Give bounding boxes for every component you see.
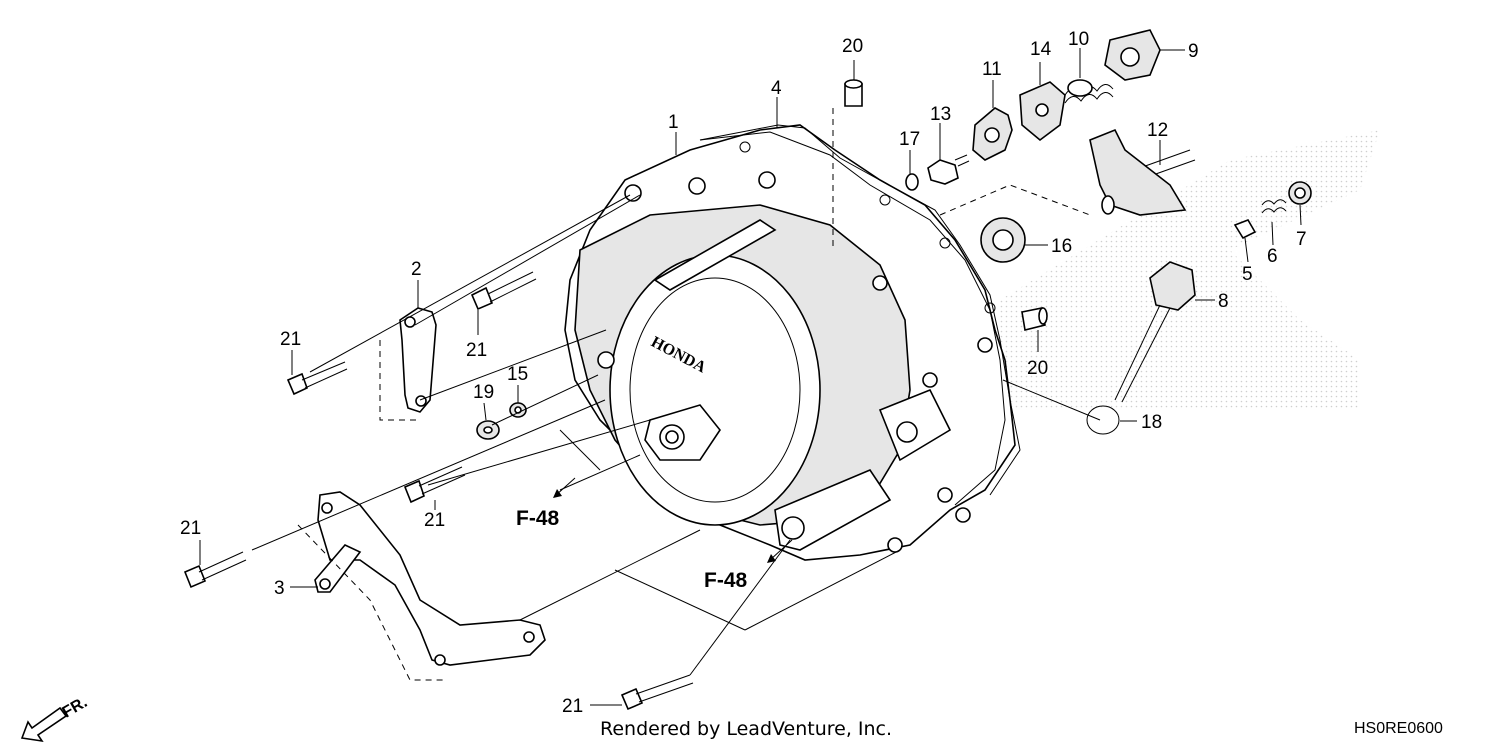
callout-20-top: 20 [842,36,863,57]
callout-8: 8 [1218,291,1229,312]
ref-arrow-right [767,539,793,563]
dowel-pin-20-top [844,79,863,107]
callout-numbers: 1 2 3 4 5 6 7 8 9 10 11 12 13 14 15 16 1… [180,29,1307,717]
callout-1: 1 [668,112,679,133]
callout-14: 14 [1030,39,1052,60]
shift-cam-9 [1104,29,1161,81]
callout-21-bottom: 21 [562,696,583,717]
callout-7: 7 [1296,229,1307,250]
bolt-21-bottom [620,674,694,711]
leader-lines [199,48,1302,706]
mounting-bracket [297,491,546,681]
spring-10 [1064,79,1114,104]
reference-label-left: F-48 [516,507,560,530]
callout-17: 17 [899,129,920,150]
bearing-16 [980,217,1026,263]
bracket-plate [379,307,437,421]
callout-5: 5 [1242,264,1253,285]
callout-6: 6 [1267,246,1278,267]
bolt-21-lower-left [183,551,247,589]
diagram-code: HS0RE0600 [1354,720,1443,737]
callout-4: 4 [771,78,782,99]
callout-3: 3 [274,578,285,599]
o-ring-18 [1086,405,1120,435]
plate-14 [1019,81,1066,142]
bolt-13 [927,154,970,185]
bolt-21-upper-mid [470,271,537,311]
callout-21-upper-mid: 21 [466,340,487,361]
dowel-pin-20-right [1021,307,1048,331]
callout-11: 11 [982,59,1002,80]
bolt-21-mid [403,466,466,504]
callout-21-lower-left: 21 [180,518,201,539]
callout-2: 2 [411,259,422,280]
callout-20-right: 20 [1027,358,1048,379]
crankcase-cover: HONDA [564,124,1016,561]
callout-10: 10 [1068,29,1089,50]
bolt-21-upper-left [286,361,348,396]
callout-21-mid: 21 [424,510,445,531]
plug-7 [1288,181,1312,205]
callout-12: 12 [1147,120,1168,141]
callout-9: 9 [1188,41,1199,62]
dipstick-8 [1114,261,1196,403]
washer-17 [905,173,919,191]
bolt-5 [1233,219,1257,240]
callout-21-upper-left: 21 [280,329,301,350]
gasket [699,124,1021,496]
shift-shaft-12 [939,128,1196,216]
callout-19: 19 [473,382,494,403]
callout-18: 18 [1141,412,1162,433]
callout-16: 16 [1051,236,1072,257]
spring-6 [1261,199,1287,214]
callout-13: 13 [930,104,951,125]
stopper-arm-11 [972,107,1013,161]
render-credit: Rendered by LeadVenture, Inc. [600,718,893,740]
ref-arrow-left [553,477,576,498]
nut-19 [476,420,500,440]
reference-label-right: F-48 [704,569,748,592]
callout-15: 15 [507,364,528,385]
front-direction-arrow: FR. [20,694,90,743]
